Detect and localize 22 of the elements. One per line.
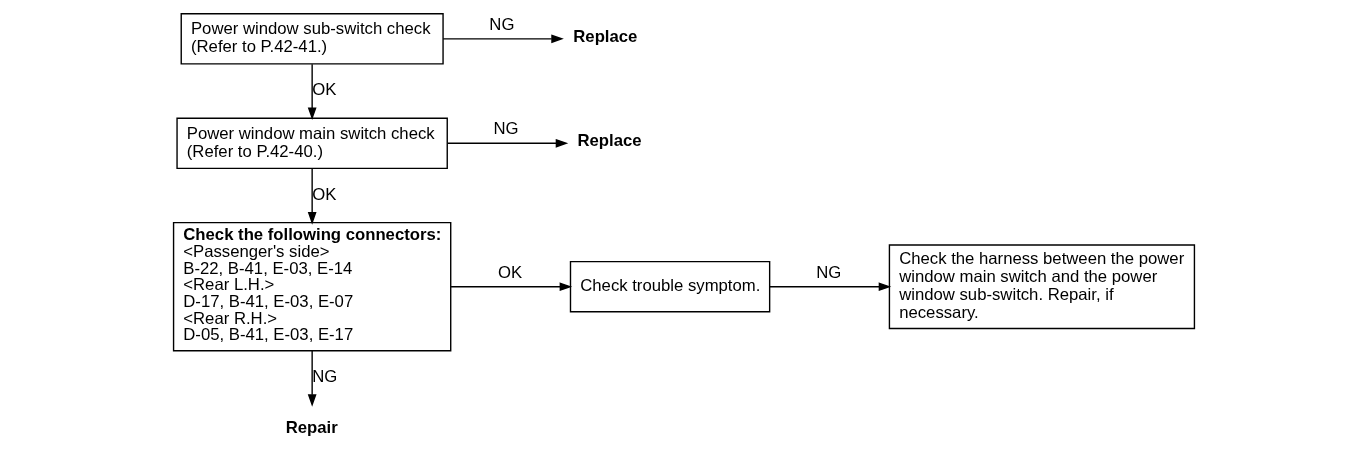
- node-text: Replace: [572, 26, 637, 46]
- arrow: [307, 167, 317, 225]
- arrow: [768, 282, 891, 292]
- arrow: [441, 34, 564, 44]
- node-box: Check the following connectors: <Passenger's side> B-22, B-41, E-03, E-14 <Rear L.H.> D-17, B-41, E-03, E-07 <Rear R.H.> D-05, B-41, E-03, E-17: [172, 221, 451, 352]
- edge-label: NG: [815, 262, 841, 282]
- node-box: Power window sub-switch check (Refer to P.42-41.): [180, 13, 444, 65]
- node-box: Check trouble symptom.: [569, 260, 770, 313]
- arrow: [307, 63, 317, 121]
- edge-label: NG: [311, 367, 337, 387]
- edge-label: NG: [488, 14, 514, 34]
- edge-label: OK: [311, 80, 336, 100]
- edge-label: OK: [497, 262, 522, 282]
- edge-label: NG: [493, 119, 519, 139]
- arrow: [307, 350, 317, 407]
- node-text: Replace: [576, 131, 642, 151]
- arrow: [449, 282, 572, 292]
- node-box: Check the harness between the power window main switch and the power window sub-switch. Repair, if necessary.: [888, 244, 1195, 330]
- edge-label: OK: [311, 184, 336, 204]
- node-text: Repair: [285, 418, 338, 438]
- arrow: [446, 138, 568, 148]
- node-box: Power window main switch check (Refer to P.42-40.): [175, 117, 448, 170]
